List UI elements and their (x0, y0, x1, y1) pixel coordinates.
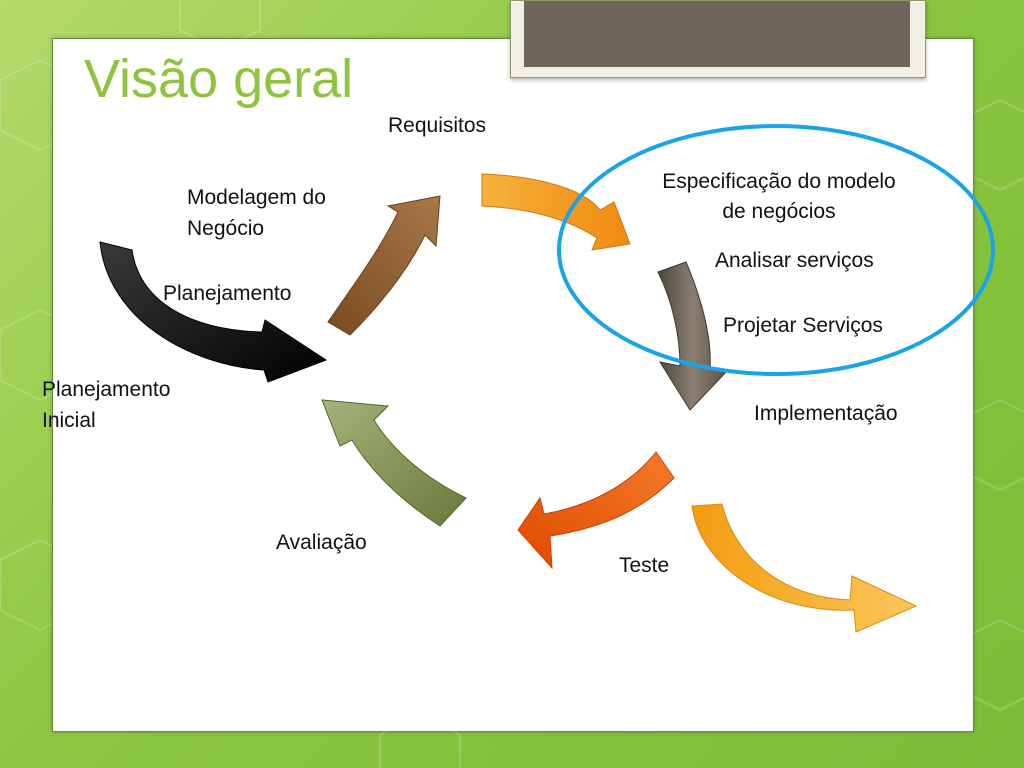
slide-panel (52, 38, 974, 732)
header-photo-frame (510, 0, 926, 78)
header-photo (524, 1, 910, 67)
label-implementacao: Implementação (754, 402, 898, 425)
label-modelagem-line2: Negócio (187, 217, 265, 240)
arrow-planejamento-inicial (99, 241, 328, 383)
label-requisitos: Requisitos (388, 114, 487, 137)
label-planejamento-inicial-line2: Inicial (42, 409, 96, 432)
label-teste: Teste (619, 554, 670, 577)
label-especificacao-line1: Especificação do modelo (662, 170, 896, 193)
arrow-projetar (657, 261, 730, 411)
arrow-teste (691, 503, 918, 633)
label-planejamento: Planejamento (163, 282, 292, 305)
label-especificacao-line2: de negócios (722, 200, 836, 223)
highlight-ellipse (557, 124, 995, 376)
arrow-avaliacao (321, 399, 467, 527)
arrow-implementacao (517, 451, 675, 570)
label-analisar: Analisar serviços (715, 249, 874, 272)
arrow-modelagem (327, 195, 441, 336)
label-avaliacao: Avaliação (276, 531, 367, 554)
label-modelagem-line1: Modelagem do (187, 186, 326, 209)
label-planejamento-inicial-line1: Planejamento (42, 378, 171, 401)
label-projetar: Projetar Serviços (723, 314, 883, 337)
page-title: Visão geral (84, 49, 354, 109)
arrow-requisitos (481, 173, 631, 251)
